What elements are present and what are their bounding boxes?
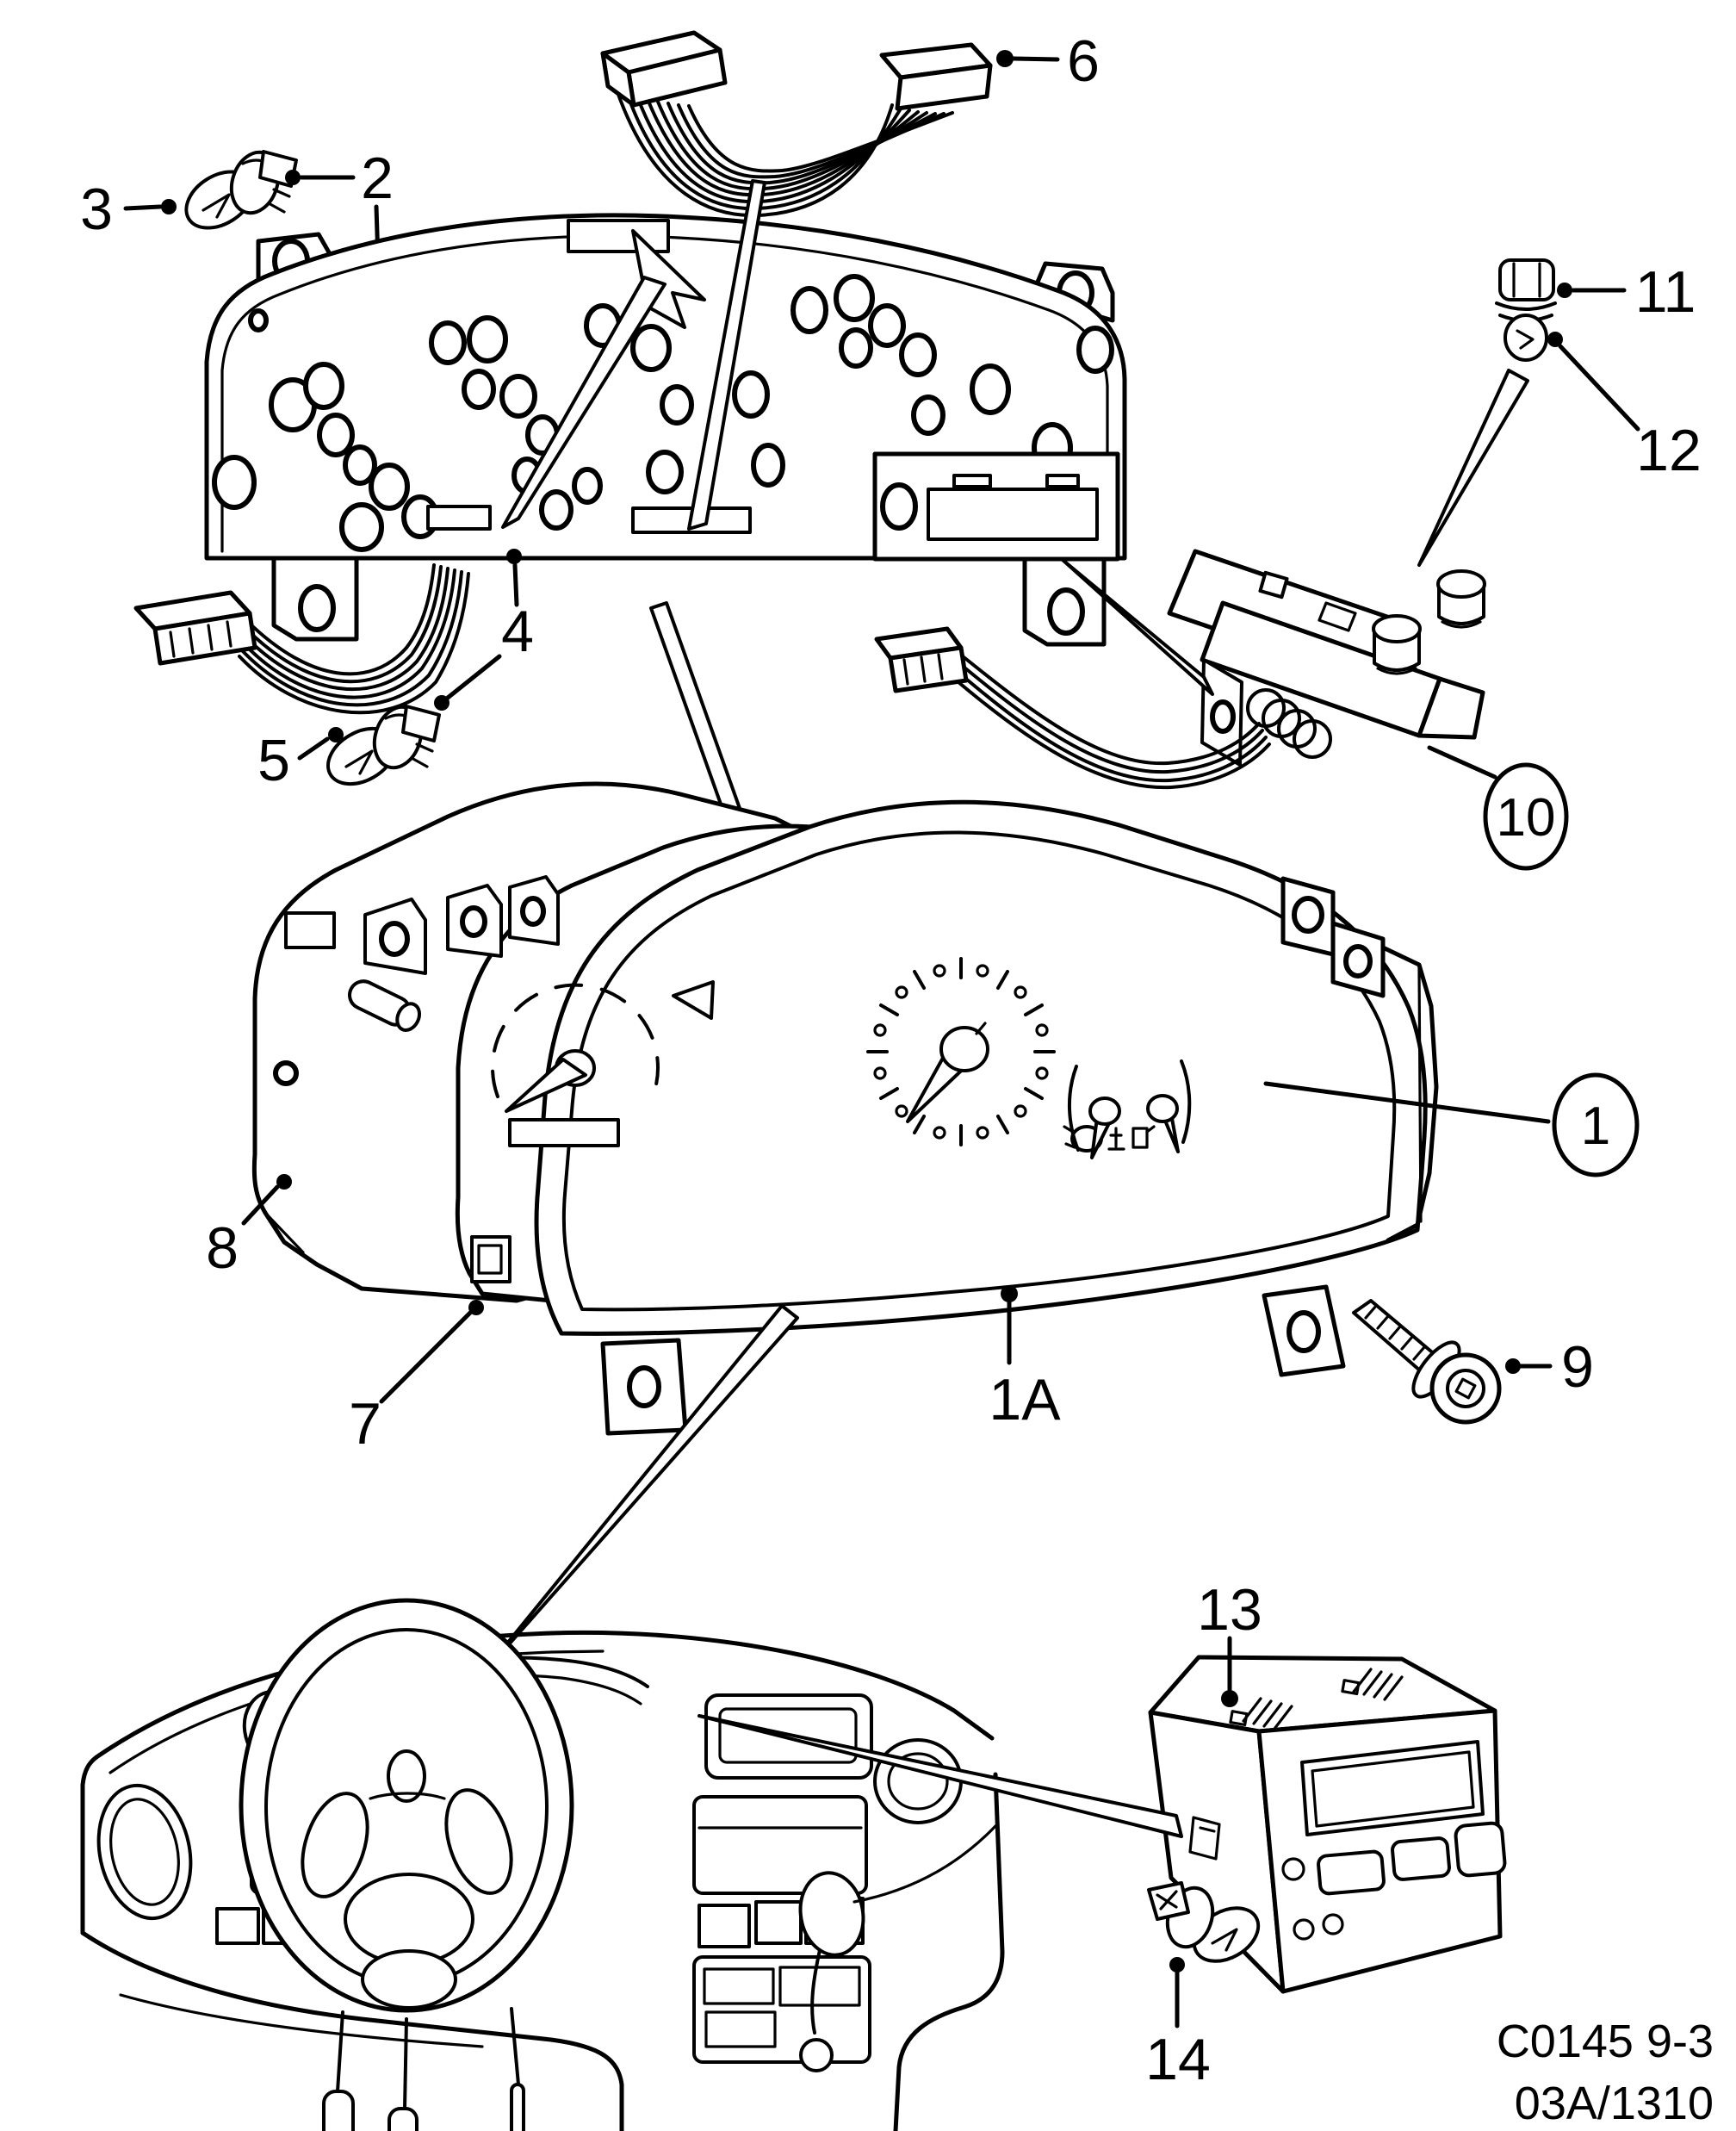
bulb-socket-2-3: 3 2 — [80, 146, 394, 276]
callout-13: 13 — [1197, 1577, 1262, 1643]
arrow-cluster-to-dash — [474, 1304, 799, 1683]
unit-button-1 — [1317, 1849, 1386, 1896]
display-cutout — [872, 451, 1120, 562]
module-spring-coil — [1246, 688, 1332, 759]
callout-12: 12 — [1636, 418, 1702, 483]
callout-11: 11 — [1635, 259, 1696, 325]
housing-pin — [348, 979, 422, 1032]
callout-5: 5 — [257, 728, 290, 793]
callout-1: 1 — [1581, 1097, 1610, 1156]
figure-code-line1: C0145 9-3 — [1497, 2016, 1714, 2067]
unit-button-2 — [1391, 1836, 1451, 1881]
arrow-to-cable-2 — [687, 179, 766, 531]
module-socket-1 — [1372, 614, 1422, 675]
callout-8: 8 — [206, 1215, 239, 1281]
fuel-icon — [1132, 1125, 1156, 1149]
odometer-window — [508, 1118, 620, 1147]
lamp-module-10: 10 — [1061, 549, 1569, 871]
wheel-hub-center — [387, 1749, 426, 1803]
callout-14: 14 — [1145, 2027, 1211, 2092]
unit-button-3 — [1454, 1821, 1507, 1878]
callout-4: 4 — [501, 599, 534, 664]
bulb-glass-icon — [1504, 314, 1548, 362]
arrow-bulb-to-module — [1417, 369, 1529, 567]
callout-10-circle — [1483, 762, 1569, 871]
dashboard-scene — [80, 1598, 1005, 2131]
vent-hatch-2 — [1229, 1697, 1293, 1730]
callout-3: 3 — [80, 177, 113, 242]
wheel-spoke-opening-left — [301, 1792, 369, 1898]
unit-side-latch — [1188, 1816, 1221, 1861]
temp-gauge — [1067, 1065, 1125, 1159]
module-socket-2 — [1436, 569, 1486, 629]
cluster-back-plate — [204, 213, 1127, 647]
plate-slot-top — [567, 219, 670, 253]
steering-wheel — [239, 1598, 574, 2013]
socket-cap-icon — [1498, 258, 1555, 301]
bulb-socket-14: 14 — [1145, 1881, 1261, 2092]
arrow-unit-to-dash — [698, 1714, 1183, 1838]
arrow-module-to-cutout — [1061, 558, 1214, 696]
callout-2: 2 — [361, 146, 394, 211]
wheel-spoke-opening-right — [444, 1788, 513, 1895]
ribbon-cable-module — [874, 626, 1271, 790]
figure-code-line2: 03A/1310 — [1515, 2078, 1714, 2129]
speedometer — [491, 983, 660, 1147]
gear-shifter — [798, 1871, 865, 2072]
screw-9 — [1352, 1299, 1502, 1425]
clock-gauge — [866, 957, 1056, 1146]
callout-9: 9 — [1561, 1334, 1594, 1400]
plate-slot-bottom-left — [426, 505, 492, 531]
callout-1-circle — [1552, 1072, 1640, 1177]
bulb-holes — [212, 274, 1114, 552]
instrument-cluster-assembly: 1 1A 8 7 9 — [206, 781, 1640, 1683]
ribbon-cable-top: 6 — [600, 28, 1100, 218]
vent-hatch-1 — [1341, 1668, 1404, 1701]
column-stalks — [322, 2007, 525, 2131]
radio-unit — [692, 1795, 868, 1895]
callout-6: 6 — [1067, 28, 1100, 94]
fuel-gauge — [1132, 1059, 1192, 1153]
bulb-socket-11-12: 11 12 — [1417, 258, 1702, 567]
climate-panel — [692, 1955, 871, 2064]
callout-1a: 1A — [989, 1367, 1061, 1432]
callout-10: 10 — [1497, 788, 1556, 848]
callout-7: 7 — [349, 1391, 381, 1457]
temp-icon — [1107, 1127, 1125, 1151]
ribbon-cable-left — [133, 563, 470, 715]
bulb-socket-4-5: 5 4 — [257, 549, 534, 793]
